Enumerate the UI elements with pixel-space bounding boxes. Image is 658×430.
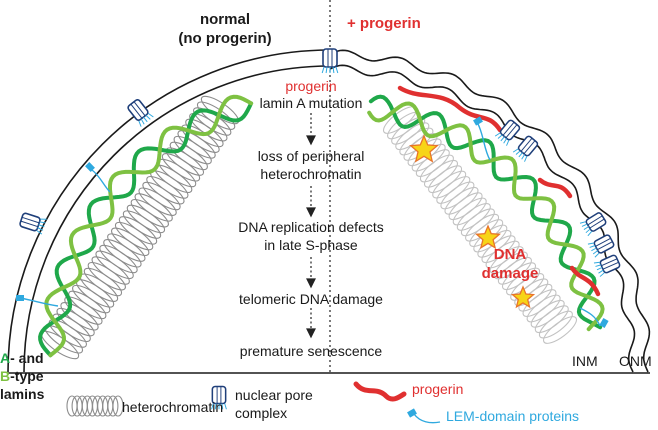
step3-line2: in late S-phase	[264, 237, 358, 253]
normal-title: normal	[199, 11, 250, 28]
legend-lem-label: LEM-domain proteins	[446, 408, 580, 424]
progerin-condition-title: + progerin	[347, 15, 421, 32]
step2-line2: heterochromatin	[260, 166, 362, 182]
progerin-nuclear-envelope	[329, 49, 651, 373]
normal-subtitle: (no progerin)	[178, 30, 272, 47]
step2-line1: loss of peripheral	[257, 148, 365, 164]
legend-nuclear-pore-label2: complex	[235, 405, 288, 421]
lamin-fibers-progerin	[367, 94, 605, 332]
lamins-line2: B-type	[0, 368, 44, 384]
lamin-b-letter: B	[0, 368, 11, 384]
legend-progerin-icon	[353, 381, 407, 402]
legend-progerin-label: progerin	[412, 381, 464, 397]
lamin-fibers-normal	[38, 94, 254, 358]
onm-label: ONM	[619, 353, 652, 369]
legend-nuclear-pore-icon	[211, 385, 227, 410]
lamin-a-letter: A	[0, 350, 11, 366]
dna-damage-label-line2: damage	[481, 265, 539, 282]
progerin-fibers	[397, 85, 601, 297]
legend-heterochromatin-icon	[66, 395, 124, 417]
lamins-line3: lamins	[0, 386, 45, 402]
step3-line1: DNA replication defects	[238, 219, 384, 235]
nuclear-pore-complexes	[19, 48, 621, 277]
dna-damage-stars	[409, 134, 536, 309]
lem-domain-proteins	[19, 123, 601, 327]
legend-heterochromatin-label: heterochromatin	[122, 399, 224, 415]
inm-label: INM	[572, 353, 598, 369]
step4-label: telomeric DNA damage	[239, 291, 383, 307]
heterochromatin-coil-progerin	[382, 106, 578, 344]
step5-label: premature senescence	[239, 343, 383, 359]
lamins-line1: A- and	[0, 350, 44, 366]
step1-label: lamin A mutation	[259, 95, 363, 111]
legend-nuclear-pore-label1: nuclear pore	[235, 387, 313, 403]
dna-damage-label-line1: DNA	[493, 246, 527, 263]
legend-lem-icon	[407, 408, 441, 424]
lamin-b-rest: -type	[10, 368, 44, 384]
lamin-a-rest: - and	[10, 350, 44, 366]
pathway-arrows	[306, 113, 316, 339]
lem-anchors	[16, 116, 609, 328]
step1-prefix: progerin	[285, 78, 337, 94]
